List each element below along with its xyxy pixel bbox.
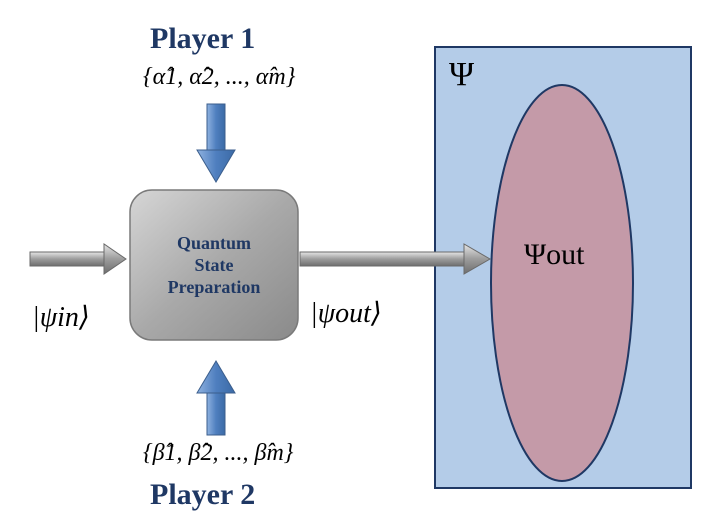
state-preparation-box: [129, 189, 299, 341]
player2-strategy-set: {β̂1, β̂2, ..., β̂m}: [143, 440, 294, 466]
box-label-line3: Preparation: [167, 277, 261, 297]
output-state-label: |ψout⟩: [310, 298, 382, 329]
output-subspace-label: Ψout: [524, 238, 585, 271]
input-arrow: [29, 243, 127, 275]
input-state-label: |ψin⟩: [32, 302, 90, 333]
player1-arrow: [196, 103, 236, 183]
hilbert-space-label: Ψ: [449, 56, 475, 93]
player1-title: Player 1: [150, 22, 256, 55]
player1-strategy-set: {α̂1, α̂2, ..., α̂m}: [143, 64, 296, 90]
box-label: Quantum State Preparation: [130, 232, 298, 298]
box-label-line2: State: [194, 255, 234, 275]
player2-arrow: [196, 360, 236, 436]
output-arrow: [299, 243, 492, 275]
output-subspace-ellipse: [490, 84, 634, 482]
box-label-line1: Quantum: [176, 233, 252, 253]
player2-title: Player 2: [150, 478, 256, 511]
